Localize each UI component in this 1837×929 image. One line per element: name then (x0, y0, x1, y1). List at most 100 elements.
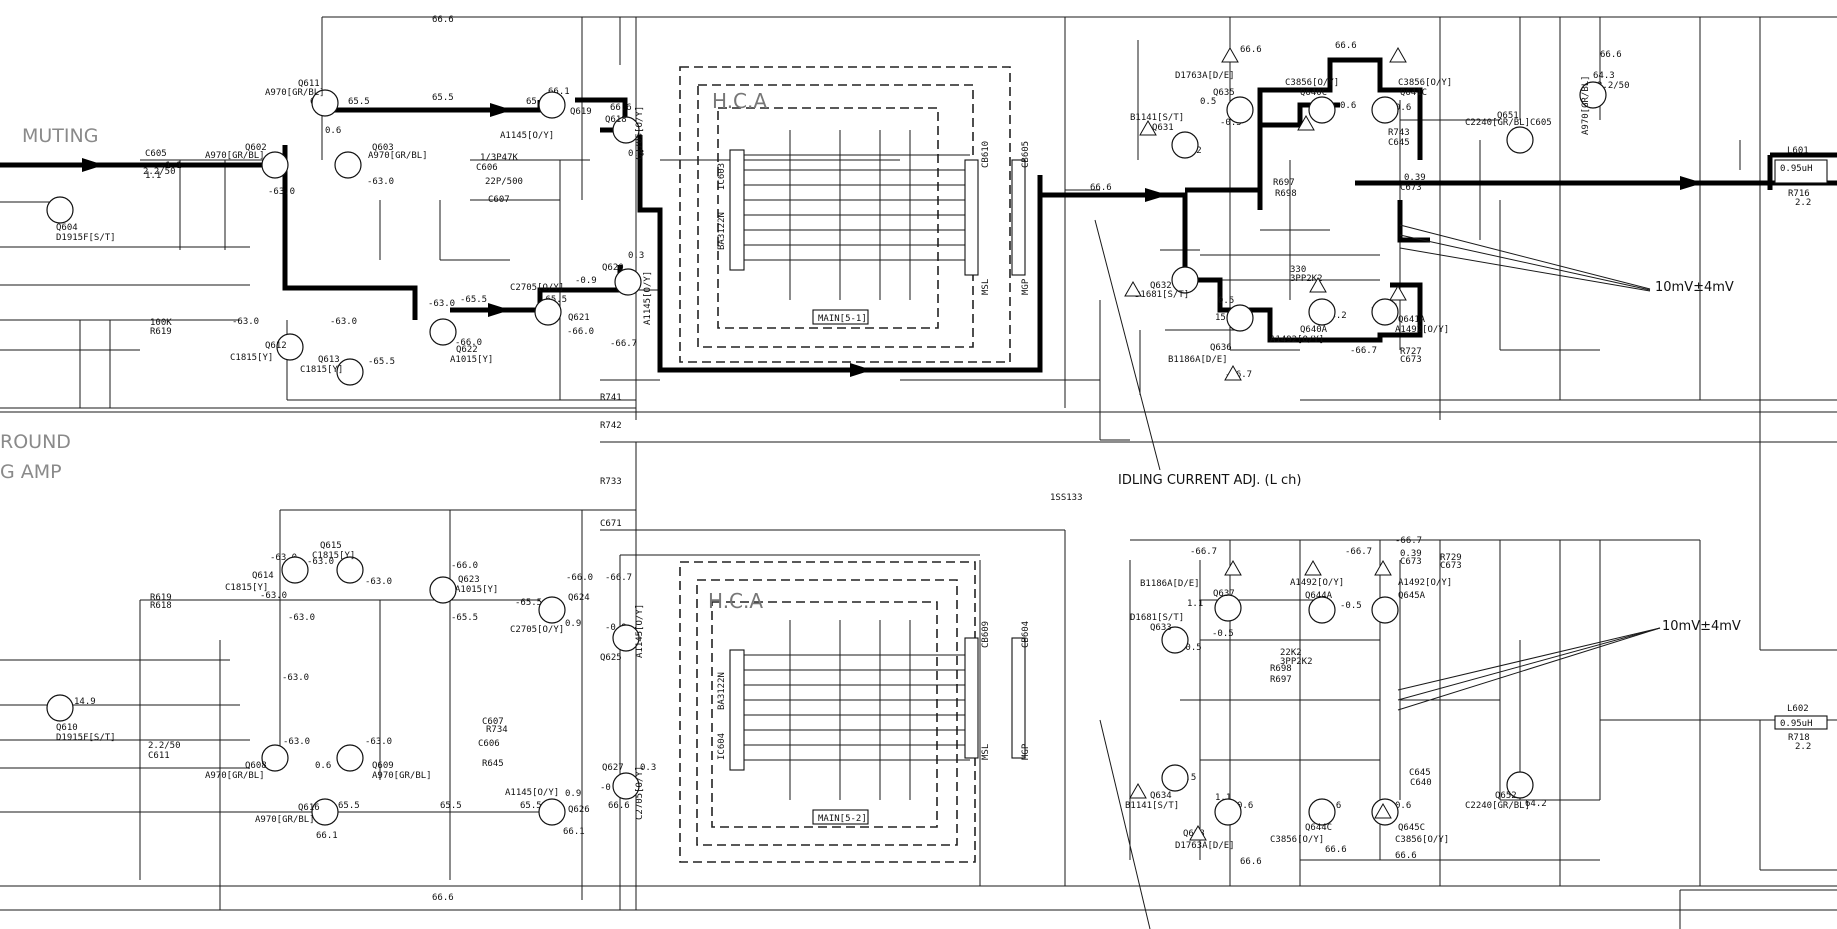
svg-text:Q620: Q620 (602, 263, 624, 273)
ic604 (729, 649, 745, 771)
svg-text:Q603: Q603 (372, 143, 394, 153)
warning-icon (1389, 284, 1407, 301)
hca-block-top: H.C.A BA3122N IC603 MAIN[5-1] CB610 CB60… (679, 66, 1031, 363)
svg-text:0.6: 0.6 (1340, 101, 1356, 111)
svg-text:2.2: 2.2 (1795, 198, 1811, 208)
svg-text:C645: C645 (1409, 768, 1431, 778)
svg-text:0.6: 0.6 (315, 761, 331, 771)
warning-icon (1221, 46, 1239, 63)
svg-text:Q637: Q637 (1213, 589, 1235, 599)
q619-symbol (538, 91, 566, 119)
svg-text:Q644C: Q644C (1305, 823, 1332, 833)
svg-text:-66.7: -66.7 (1345, 547, 1372, 557)
svg-text:A970[GR/BL]: A970[GR/BL] (1581, 75, 1591, 135)
svg-text:CB604: CB604 (1021, 621, 1031, 648)
hca-bottom-traces (744, 620, 970, 800)
q631-symbol (1171, 131, 1199, 159)
svg-text:A970[GR/BL]: A970[GR/BL] (372, 771, 432, 781)
svg-text:14.9: 14.9 (74, 697, 96, 707)
svg-text:R698: R698 (1270, 664, 1292, 674)
svg-text:C1815[Y]: C1815[Y] (312, 551, 355, 561)
svg-text:66.6: 66.6 (1240, 45, 1262, 55)
q637-symbol (1214, 594, 1242, 622)
q611-symbol (311, 89, 339, 117)
svg-text:C2705[O/Y]: C2705[O/Y] (635, 766, 645, 820)
svg-text:R697: R697 (1270, 675, 1292, 685)
svg-text:C2705[O/Y]: C2705[O/Y] (510, 625, 564, 635)
svg-text:-63.0: -63.0 (232, 317, 259, 327)
muting-label: MUTING (22, 125, 98, 147)
q627-symbol (612, 772, 640, 800)
svg-text:C2240[GR/BL]: C2240[GR/BL] (1465, 118, 1530, 128)
signal-arrows (82, 103, 1703, 377)
svg-text:-63.0: -63.0 (365, 577, 392, 587)
svg-text:Q645C: Q645C (1398, 823, 1425, 833)
svg-text:-65.5: -65.5 (451, 613, 478, 623)
svg-text:-66.0: -66.0 (451, 561, 478, 571)
l601-value: 0.95uH (1780, 164, 1813, 174)
hca-block-bottom: H.C.A BA3122N IC604 MAIN[5-2] CB609 CB60… (679, 561, 1031, 863)
svg-text:D1915F[S/T]: D1915F[S/T] (56, 733, 116, 743)
svg-text:Q627: Q627 (602, 763, 624, 773)
q650-symbol (1579, 81, 1607, 109)
svg-text:65.5: 65.5 (432, 93, 454, 103)
output-l601: L601 0.95uH R716 2.2 (1774, 146, 1828, 208)
svg-text:0.39: 0.39 (1400, 549, 1422, 559)
svg-text:C607: C607 (482, 717, 504, 727)
svg-text:A970[GR/BL]: A970[GR/BL] (205, 151, 265, 161)
svg-text:C606: C606 (476, 163, 498, 173)
svg-text:C2240[GR/BL]: C2240[GR/BL] (1465, 801, 1530, 811)
svg-text:0.5: 0.5 (1218, 296, 1234, 306)
svg-text:-63.0: -63.0 (268, 187, 295, 197)
svg-text:Q640C: Q640C (1300, 88, 1327, 98)
svg-text:-0.9: -0.9 (575, 276, 597, 286)
svg-text:64.2: 64.2 (1525, 799, 1547, 809)
wiring-top (0, 16, 1837, 651)
main-5-2-box (812, 809, 869, 825)
q652-symbol (1506, 771, 1534, 799)
component-labels: C605 2.2/50 100K R619 R619 R618 2.2/50 C… (143, 128, 1462, 788)
q633-symbol (1161, 626, 1189, 654)
svg-text:C3856[O/Y]: C3856[O/Y] (1395, 835, 1449, 845)
svg-text:100K: 100K (150, 318, 172, 328)
svg-text:R734: R734 (486, 725, 508, 735)
svg-text:-63.0: -63.0 (288, 613, 315, 623)
svg-text:Q622: Q622 (456, 345, 478, 355)
svg-text:A1492[O/Y]: A1492[O/Y] (1395, 325, 1449, 335)
warning-icon (1374, 802, 1392, 819)
l601-label: L601 (1787, 146, 1809, 156)
svg-text:-66.0: -66.0 (455, 338, 482, 348)
svg-text:3PP2K2: 3PP2K2 (1290, 274, 1323, 284)
l602-label: L602 (1787, 704, 1809, 714)
svg-text:D1915F[S/T]: D1915F[S/T] (56, 233, 116, 243)
svg-text:-0.5: -0.5 (1220, 118, 1242, 128)
svg-text:-63.0: -63.0 (282, 673, 309, 683)
svg-text:-0.5: -0.5 (1180, 643, 1202, 653)
ic603-type: BA3122N (717, 212, 727, 250)
svg-text:Q609: Q609 (372, 761, 394, 771)
svg-text:A1145[O/Y]: A1145[O/Y] (505, 788, 559, 798)
svg-text:D1681[S/T]: D1681[S/T] (1130, 613, 1184, 623)
q641a-symbol (1371, 298, 1399, 326)
q644a-symbol (1308, 596, 1336, 624)
svg-text:Q634: Q634 (1150, 791, 1172, 801)
svg-text:0.6: 0.6 (1237, 801, 1253, 811)
svg-text:MGP: MGP (1021, 278, 1031, 295)
ic604-type: BA3122N (717, 672, 727, 710)
svg-text:66.6: 66.6 (1325, 845, 1347, 855)
q622-symbol (429, 318, 457, 346)
svg-text:B1186A[D/E]: B1186A[D/E] (1168, 355, 1228, 365)
surround-label-1: ROUND (0, 431, 71, 453)
q632-symbol (1171, 266, 1199, 294)
svg-text:Q633: Q633 (1150, 623, 1172, 633)
svg-text:330: 330 (1290, 265, 1306, 275)
svg-text:R733: R733 (600, 477, 622, 487)
svg-text:C645: C645 (1388, 138, 1410, 148)
idling-current-label: IDLING CURRENT ADJ. (L ch) (1118, 473, 1301, 488)
svg-text:0.5: 0.5 (1200, 97, 1216, 107)
measurement-label-top: 10mV±4mV (1655, 280, 1734, 295)
svg-text:66.1: 66.1 (316, 831, 338, 841)
svg-text:Q625: Q625 (600, 653, 622, 663)
svg-text:R645: R645 (482, 759, 504, 769)
svg-text:C3856[O/Y]: C3856[O/Y] (1398, 78, 1452, 88)
